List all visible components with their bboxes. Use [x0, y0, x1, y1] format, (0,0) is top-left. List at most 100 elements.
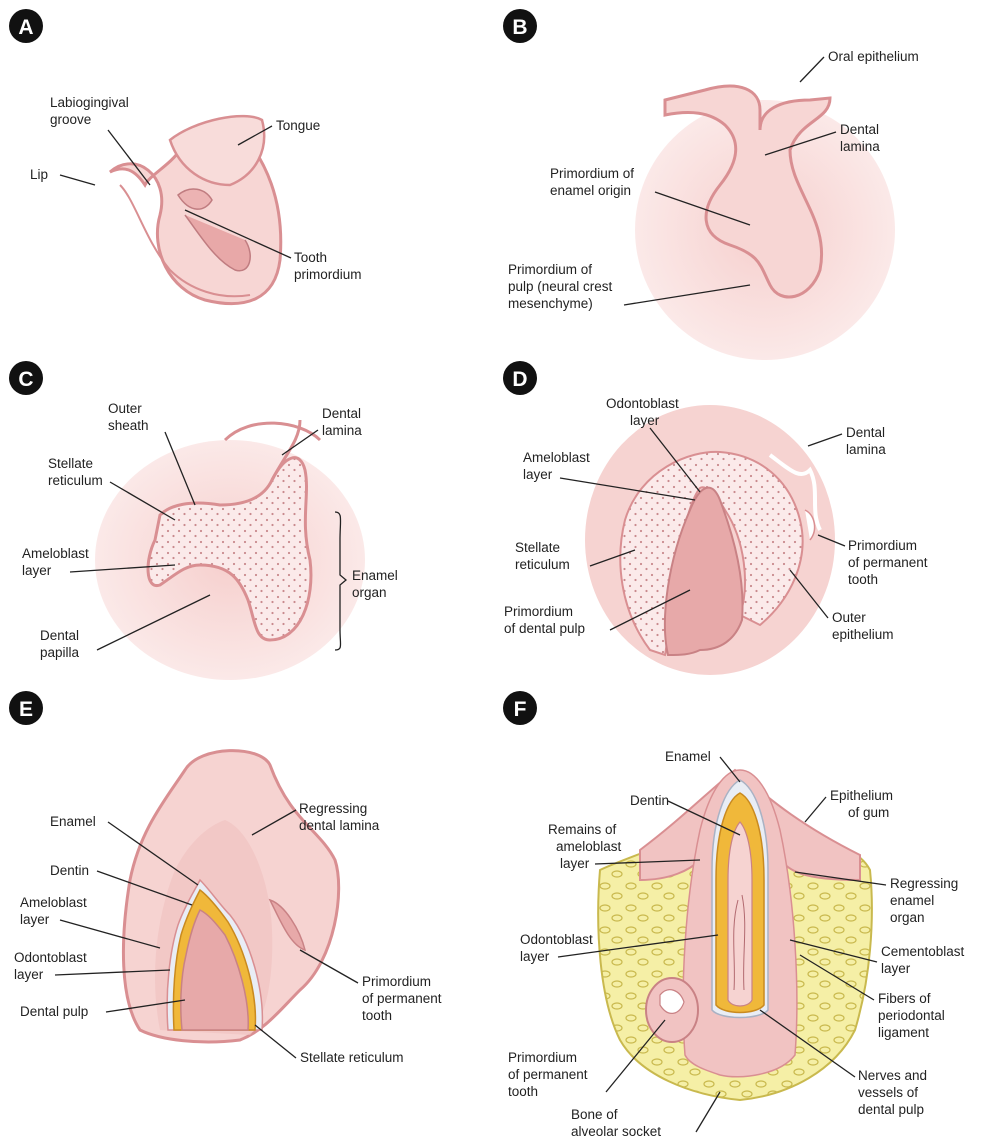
- label-stellate-reticulum-d-2: reticulum: [515, 557, 570, 572]
- label-alveolar-bone-1: Bone of: [571, 1107, 618, 1122]
- leader-dental-lamina-d: [808, 434, 842, 446]
- label-stellate-reticulum-c-1: Stellate: [48, 456, 93, 471]
- label-permanent-tooth-f-2: of permanent: [508, 1067, 588, 1082]
- label-enamel-e: Enamel: [50, 814, 96, 829]
- label-outer-sheath-2: sheath: [108, 418, 149, 433]
- leader-dental-lamina-c: [282, 430, 318, 455]
- label-permanent-tooth-e-3: tooth: [362, 1008, 392, 1023]
- leader-oral-epithelium: [800, 57, 824, 82]
- label-regressing-enamel-organ-1: Regressing: [890, 876, 958, 891]
- panel-f-letter: F: [514, 698, 527, 721]
- label-enamel-origin-1: Primordium of: [550, 166, 634, 181]
- label-ameloblast-layer-e-1: Ameloblast: [20, 895, 87, 910]
- label-enamel-organ-2: organ: [352, 585, 387, 600]
- panel-c-badge: C: [9, 361, 43, 395]
- label-lip: Lip: [30, 167, 48, 182]
- leader-stellate-reticulum-e: [255, 1025, 296, 1058]
- panel-e-illustration: [123, 751, 338, 1042]
- label-cementoblast-layer-1: Cementoblast: [881, 944, 965, 959]
- panel-b: B Oral epithelium Dental lamina Primordi…: [503, 9, 919, 360]
- label-periodontal-fibers-1: Fibers of: [878, 991, 931, 1006]
- label-ameloblast-layer-c-1: Ameloblast: [22, 546, 89, 561]
- panel-f-badge: F: [503, 691, 537, 725]
- label-dentin-e: Dentin: [50, 863, 89, 878]
- panel-b-letter: B: [512, 16, 527, 39]
- label-dental-lamina-c-2: lamina: [322, 423, 362, 438]
- label-nerves-vessels-1: Nerves and: [858, 1068, 927, 1083]
- panel-d: D Odontoblast layer Dental lamina Amelob…: [503, 361, 928, 675]
- label-odontoblast-layer-f-2: layer: [520, 949, 550, 964]
- label-tooth-primordium-2: primordium: [294, 267, 362, 282]
- panel-b-badge: B: [503, 9, 537, 43]
- label-dental-lamina-c-1: Dental: [322, 406, 361, 421]
- label-odontoblast-layer-d-1: Odontoblast: [606, 396, 679, 411]
- label-stellate-reticulum-d-1: Stellate: [515, 540, 560, 555]
- panel-d-letter: D: [512, 368, 527, 391]
- label-dental-papilla-2: papilla: [40, 645, 80, 660]
- label-ameloblast-layer-e-2: layer: [20, 912, 50, 927]
- label-permanent-tooth-e-1: Primordium: [362, 974, 431, 989]
- label-ameloblast-layer-d-2: layer: [523, 467, 553, 482]
- label-labiogingival-groove-1: Labiogingival: [50, 95, 129, 110]
- leader-alveolar-bone: [696, 1092, 720, 1132]
- panel-f: F Enamel Dentin Epithelium of gum Remain…: [503, 691, 965, 1139]
- label-epithelium-gum-1: Epithelium: [830, 788, 893, 803]
- label-dental-lamina-d-1: Dental: [846, 425, 885, 440]
- label-odontoblast-layer-e-2: layer: [14, 967, 44, 982]
- leader-epithelium-gum: [805, 797, 826, 822]
- label-dentin-f: Dentin: [630, 793, 669, 808]
- label-dental-lamina-d-2: lamina: [846, 442, 886, 457]
- label-ameloblast-layer-c-2: layer: [22, 563, 52, 578]
- label-oral-epithelium: Oral epithelium: [828, 49, 919, 64]
- label-permanent-tooth-f-1: Primordium: [508, 1050, 577, 1065]
- label-odontoblast-layer-d-2: layer: [630, 413, 660, 428]
- label-pulp-primordium-1: Primordium of: [508, 262, 592, 277]
- panel-c-illustration: [95, 420, 365, 680]
- panel-a-illustration: [110, 116, 281, 304]
- label-enamel-organ-1: Enamel: [352, 568, 398, 583]
- panel-e: E Regressing dental lamina Enamel Dentin…: [9, 691, 442, 1065]
- label-pulp-primordium-3: mesenchyme): [508, 296, 593, 311]
- label-stellate-reticulum-e: Stellate reticulum: [300, 1050, 404, 1065]
- label-regressing-dental-lamina-2: dental lamina: [299, 818, 380, 833]
- label-ameloblast-layer-d-1: Ameloblast: [523, 450, 590, 465]
- panel-c: C Outer sheath Dental lamina Stellate re…: [9, 361, 398, 680]
- label-permanent-tooth-e-2: of permanent: [362, 991, 442, 1006]
- label-outer-epithelium-2: epithelium: [832, 627, 894, 642]
- label-labiogingival-groove-2: groove: [50, 112, 91, 127]
- panel-c-letter: C: [18, 368, 33, 391]
- label-stellate-reticulum-c-2: reticulum: [48, 473, 103, 488]
- label-dental-pulp-primordium-1: Primordium: [504, 604, 573, 619]
- label-regressing-enamel-organ-2: enamel: [890, 893, 934, 908]
- label-remains-ameloblast-2: ameloblast: [556, 839, 622, 854]
- leader-labiogingival-groove: [108, 130, 150, 185]
- panel-e-letter: E: [19, 698, 33, 721]
- label-dental-papilla-1: Dental: [40, 628, 79, 643]
- label-outer-sheath-1: Outer: [108, 401, 142, 416]
- panel-a-badge: A: [9, 9, 43, 43]
- panel-a: A Labiogingival groove Tongue Lip Tooth …: [9, 9, 362, 304]
- label-tongue: Tongue: [276, 118, 320, 133]
- label-periodontal-fibers-3: ligament: [878, 1025, 929, 1040]
- label-enamel-origin-2: enamel origin: [550, 183, 631, 198]
- label-dental-pulp-e: Dental pulp: [20, 1004, 88, 1019]
- label-alveolar-bone-2: alveolar socket: [571, 1124, 661, 1139]
- label-outer-epithelium-1: Outer: [832, 610, 866, 625]
- label-dental-lamina-b-2: lamina: [840, 139, 880, 154]
- label-regressing-enamel-organ-3: organ: [890, 910, 925, 925]
- label-dental-pulp-primordium-2: of dental pulp: [504, 621, 585, 636]
- label-permanent-tooth-d-1: Primordium: [848, 538, 917, 553]
- label-periodontal-fibers-2: periodontal: [878, 1008, 945, 1023]
- panel-d-badge: D: [503, 361, 537, 395]
- label-permanent-tooth-d-3: tooth: [848, 572, 878, 587]
- label-odontoblast-layer-f-1: Odontoblast: [520, 932, 593, 947]
- label-enamel-f: Enamel: [665, 749, 711, 764]
- leader-lip: [60, 175, 95, 185]
- label-regressing-dental-lamina-1: Regressing: [299, 801, 367, 816]
- label-epithelium-gum-2: of gum: [848, 805, 889, 820]
- label-dental-lamina-b-1: Dental: [840, 122, 879, 137]
- label-pulp-primordium-2: pulp (neural crest: [508, 279, 613, 294]
- label-tooth-primordium-1: Tooth: [294, 250, 327, 265]
- label-cementoblast-layer-2: layer: [881, 961, 911, 976]
